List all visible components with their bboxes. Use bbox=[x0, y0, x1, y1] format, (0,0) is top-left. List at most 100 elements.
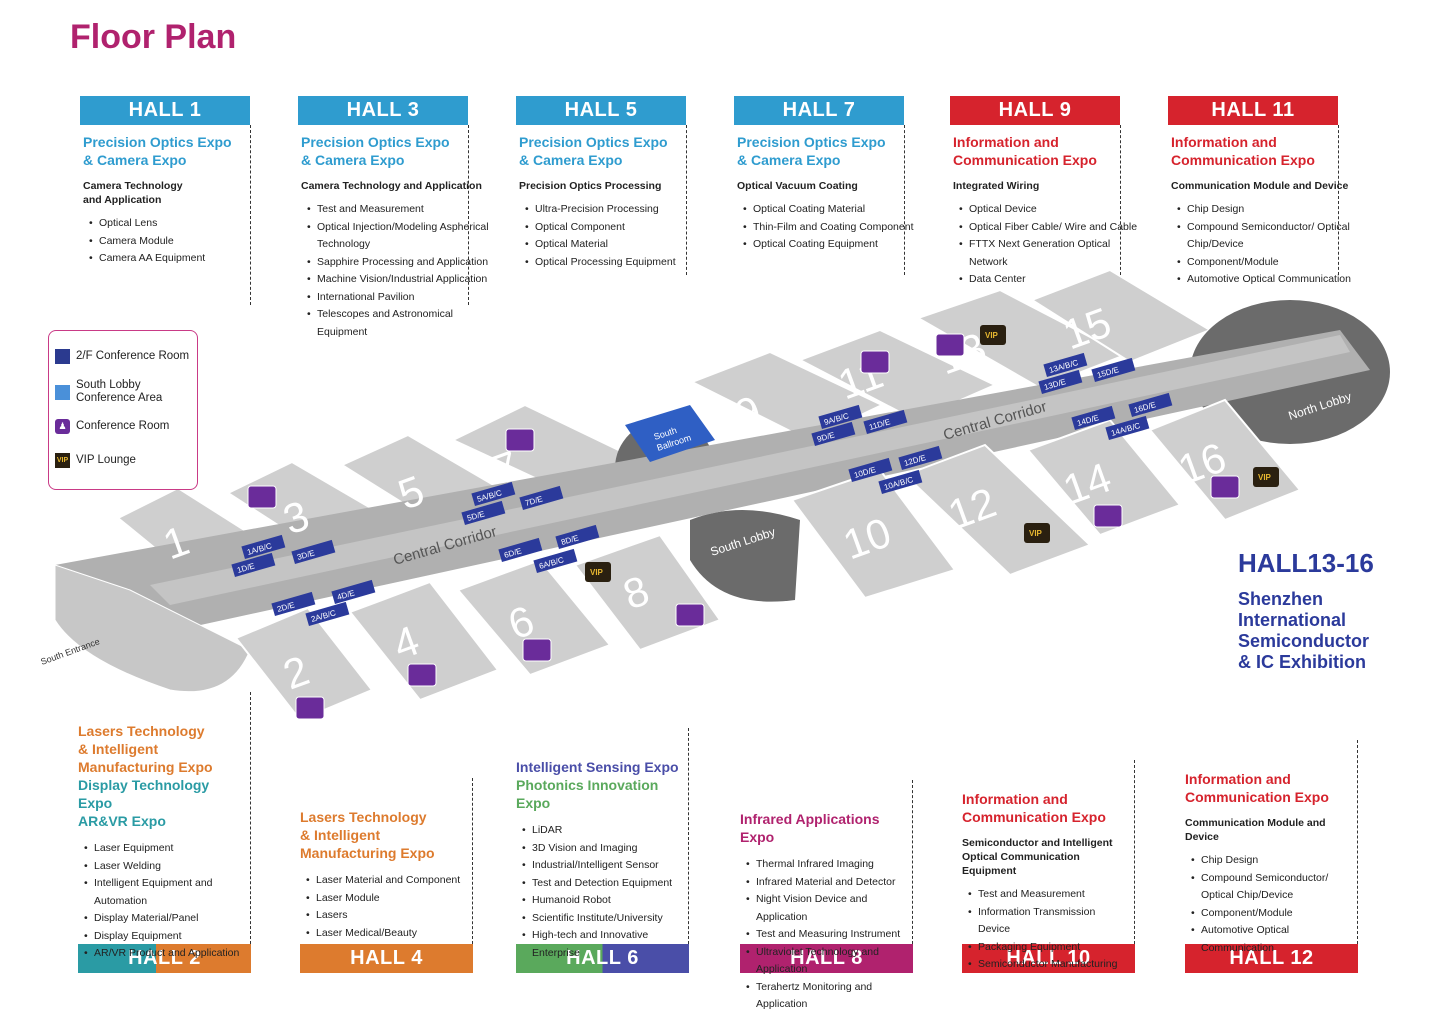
leader-line bbox=[250, 692, 251, 944]
corridor-top bbox=[150, 335, 1350, 605]
list-item: Compound Semiconductor/ Optical Chip/Dev… bbox=[1177, 219, 1361, 254]
hall-2-floor bbox=[234, 606, 374, 722]
page-title: Floor Plan bbox=[70, 18, 237, 56]
list-item: LiDAR bbox=[522, 822, 684, 840]
list-item: FTTX Next Generation Optical Network bbox=[959, 236, 1143, 271]
dark-blue-square-icon bbox=[55, 349, 70, 364]
list-item: Scientific Institute/University bbox=[522, 910, 684, 928]
list-item: Telescopes and Astronomical Equipment bbox=[307, 306, 491, 341]
list-item: Laser Module bbox=[306, 890, 468, 908]
list-item: Laser Medical/Beauty bbox=[306, 925, 468, 943]
conference-icon bbox=[935, 333, 965, 357]
list-item: Infrared Material and Detector bbox=[746, 874, 908, 892]
item-list: Ultra-Precision ProcessingOptical Compon… bbox=[519, 201, 709, 271]
expo-name: Precision Optics Expo& Camera Expo bbox=[301, 134, 450, 168]
list-item: Laser Welding bbox=[84, 858, 246, 876]
room-block bbox=[1043, 352, 1088, 377]
room-block bbox=[878, 469, 923, 494]
list-item: Chip Design bbox=[1177, 201, 1361, 219]
room-block bbox=[461, 500, 506, 525]
legend-item-vip: VIP VIP Lounge bbox=[55, 453, 136, 468]
vip-icon bbox=[980, 325, 1006, 345]
list-item: Test and Measurement bbox=[307, 201, 491, 219]
hall-16-floor bbox=[1148, 398, 1302, 522]
item-list: Chip DesignCompound Semiconductor/ Optic… bbox=[1185, 852, 1353, 957]
room-block bbox=[555, 524, 600, 549]
hall-badge-top: HALL 11 bbox=[1168, 96, 1338, 125]
leader-line bbox=[688, 728, 689, 944]
list-item: Optical Processing Equipment bbox=[525, 254, 709, 272]
room-block bbox=[331, 579, 376, 604]
room-block bbox=[291, 539, 336, 564]
list-item: Thin-Film and Coating Component bbox=[743, 219, 927, 237]
hall-badge-top: HALL 1 bbox=[80, 96, 250, 125]
list-item: Lasers bbox=[306, 907, 468, 925]
room-block bbox=[241, 534, 286, 559]
leader-line bbox=[472, 778, 473, 944]
list-item: Intelligent Equipment and Automation bbox=[84, 875, 246, 910]
light-blue-square-icon bbox=[55, 384, 70, 400]
list-item: Test and Measuring Instrument bbox=[746, 926, 908, 944]
hall-badge-top: HALL 7 bbox=[734, 96, 904, 125]
hall-badge-bottom: HALL 4 bbox=[300, 944, 473, 973]
list-item: Chip Design bbox=[1191, 852, 1353, 870]
list-item: Thermal Infrared Imaging bbox=[746, 856, 908, 874]
item-list: Test and MeasurementInformation Transmis… bbox=[962, 886, 1130, 974]
list-item: Display Material/Panel bbox=[84, 910, 246, 928]
list-item: Terahertz Monitoring and Application bbox=[746, 979, 908, 1014]
list-item: Component/Module bbox=[1191, 905, 1353, 923]
leader-line bbox=[250, 125, 251, 305]
list-item: Night Vision Device and Application bbox=[746, 891, 908, 926]
room-block bbox=[811, 421, 856, 446]
list-item: Ultra-Precision Processing bbox=[525, 201, 709, 219]
south-lobby-shape bbox=[690, 510, 800, 602]
room-block bbox=[305, 601, 350, 626]
list-item: Camera AA Equipment bbox=[89, 250, 243, 268]
room-block bbox=[1091, 357, 1136, 382]
leader-line bbox=[912, 780, 913, 944]
list-item: Laser Equipment bbox=[84, 840, 246, 858]
room-block bbox=[533, 548, 578, 573]
room-block bbox=[1105, 415, 1150, 440]
conference-icon bbox=[505, 428, 535, 452]
vip-icon bbox=[1253, 467, 1279, 487]
list-item: Test and Measurement bbox=[968, 886, 1130, 904]
expo-name-secondary: Photonics Innovation Expo bbox=[516, 777, 659, 811]
list-item: Data Center bbox=[959, 271, 1143, 289]
vip-icon: VIP bbox=[55, 453, 70, 468]
list-item: Automotive Optical Communication bbox=[1177, 271, 1361, 289]
vip-label: VIP bbox=[985, 331, 999, 340]
list-item: Display Equipment bbox=[84, 928, 246, 946]
hall-badge-top: HALL 9 bbox=[950, 96, 1120, 125]
hall-14-floor bbox=[1026, 418, 1182, 537]
conference-icon bbox=[407, 663, 437, 687]
list-item: Packaging Equipment bbox=[968, 939, 1130, 957]
room-block bbox=[1128, 392, 1173, 417]
item-list: Laser EquipmentLaser WeldingIntelligent … bbox=[78, 840, 246, 963]
hall-badge-top: HALL 5 bbox=[516, 96, 686, 125]
sub-category: Communication Module and Device bbox=[1171, 180, 1349, 192]
leader-line bbox=[1357, 740, 1358, 944]
sub-category: Integrated Wiring bbox=[953, 180, 1040, 192]
list-item: 3D Vision and Imaging bbox=[522, 840, 684, 858]
item-list: Test and MeasurementOptical Injection/Mo… bbox=[301, 201, 491, 341]
item-list: LiDAR3D Vision and ImagingIndustrial/Int… bbox=[516, 822, 684, 962]
item-list: Chip DesignCompound Semiconductor/ Optic… bbox=[1171, 201, 1361, 289]
sub-category: Precision Optics Processing bbox=[519, 180, 662, 192]
sub-category: Communication Module and Device bbox=[1185, 817, 1326, 843]
room-block bbox=[471, 481, 516, 506]
room-block bbox=[898, 445, 943, 470]
conference-icon bbox=[1210, 475, 1240, 499]
expo-name: Precision Optics Expo& Camera Expo bbox=[83, 134, 232, 168]
list-item: Laser Material and Component bbox=[306, 872, 468, 890]
list-item: Semiconductor Manufacturing bbox=[968, 956, 1130, 974]
